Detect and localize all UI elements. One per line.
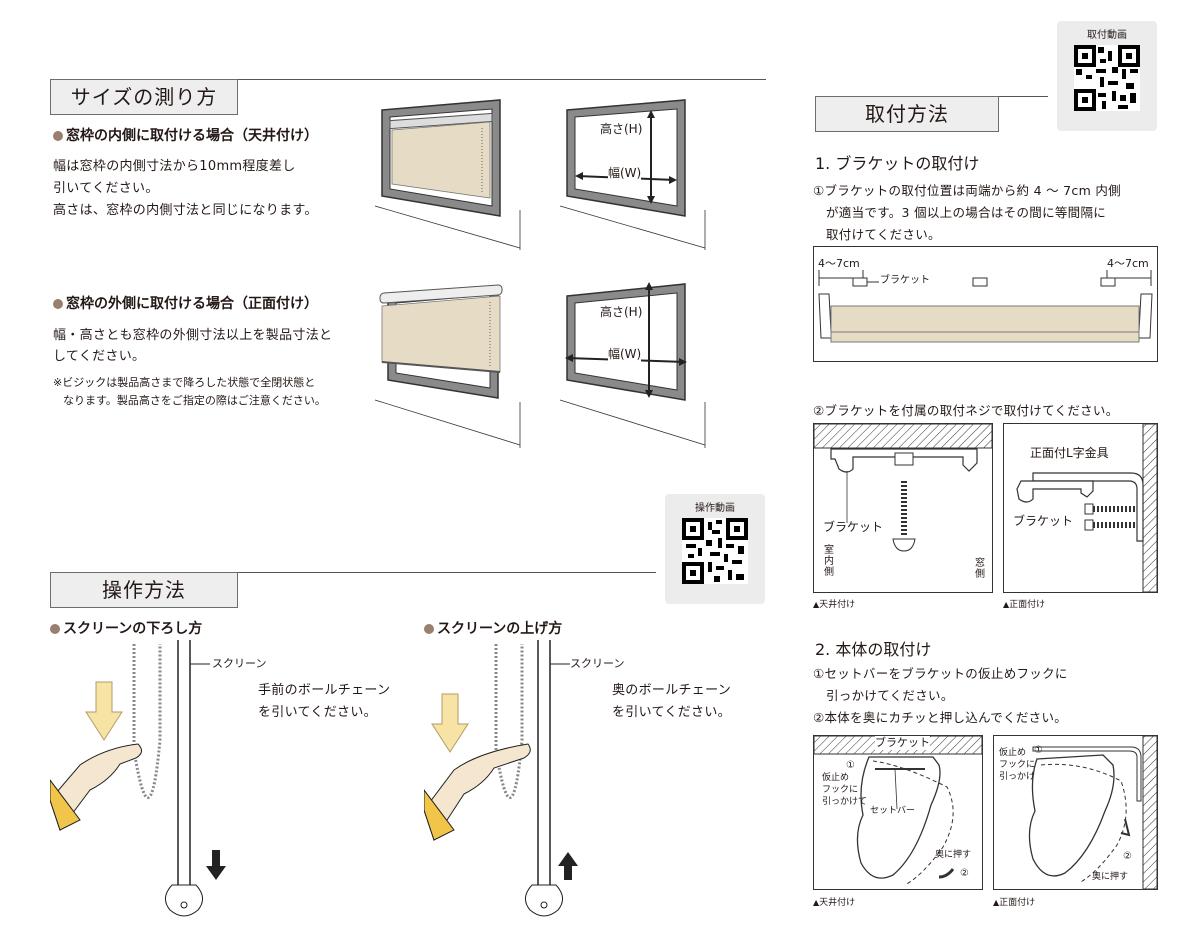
body-ceiling-hook2: フックに — [822, 785, 859, 795]
lower-screen-line1: 手前のボールチェーン — [258, 683, 391, 698]
body-ceiling-caption: 天井付け — [813, 895, 855, 908]
body-ceiling-n2: ② — [960, 868, 969, 879]
outside-mount-note1: ※ビジックは製品高さまで降ろした状態で全閉状態と — [53, 376, 316, 389]
step2-heading: 2. 本体の取付け — [815, 640, 932, 659]
width-label-1: 幅(W) — [608, 164, 642, 181]
qr-code-icon — [682, 518, 748, 584]
down-arrow-icon — [85, 681, 123, 741]
body-front-hook3: 引っかけ — [999, 772, 1036, 782]
down-arrow-icon — [431, 693, 469, 753]
outside-mount-note2: なります。製品高さをご指定の際はご注意ください。 — [63, 394, 326, 407]
outside-mount-line1: 幅・高さとも窓枠の外側寸法以上を製品寸法と — [53, 328, 333, 343]
inside-mount-line1: 幅は窓枠の内側寸法から10mm程度差し — [53, 159, 296, 174]
operation-rule — [50, 572, 656, 573]
body-front-diagram — [993, 735, 1158, 890]
measure-rule — [50, 79, 766, 80]
step2-line3: ②本体を奥にカチッと押し込んでください。 — [813, 710, 1068, 725]
screw-icon — [892, 481, 916, 552]
inside-mount-line2: 引いてください。 — [53, 181, 159, 196]
lower-screen-illustration — [50, 640, 226, 917]
inside-mount-measure-illustration — [559, 99, 706, 250]
ceiling-mount-caption: 天井付け — [813, 597, 855, 610]
bracket-position-diagram — [813, 246, 1158, 362]
install-section-title: 取付方法 — [815, 96, 999, 132]
indoor-side-label: 室内側 — [824, 545, 834, 578]
up-arrow-icon — [558, 852, 578, 880]
inside-mount-line3: 高さは、窓枠の内側寸法と同じになります。 — [53, 203, 318, 218]
front-bracket-diagram — [1003, 423, 1158, 593]
install-video-qr[interactable]: 取付動画 — [1057, 21, 1157, 131]
l-bracket-label: 正面付L字金具 — [1030, 446, 1109, 460]
ceiling-bracket-diagram — [813, 423, 993, 593]
bracket-pos-label: ブラケット — [880, 275, 930, 286]
step2-line2: 引っかけてください。 — [826, 688, 954, 703]
body-ceiling-hook1: 仮止め — [822, 773, 850, 783]
body-front-hook2: フックに — [999, 760, 1036, 770]
outside-mount-heading: 窓枠の外側に取付ける場合（正面付け） — [53, 293, 318, 313]
height-label-1: 高さ(H) — [600, 120, 643, 137]
step1-line1: ①ブラケットの取付位置は両端から約 4 ～ 7cm 内側 — [813, 183, 1121, 198]
body-front-n1: ① — [1034, 745, 1043, 756]
operation-video-qr[interactable]: 操作動画 — [665, 494, 765, 604]
install-video-label: 取付動画 — [1087, 30, 1127, 41]
dim-left-label: 4〜7cm — [818, 257, 860, 270]
height-label-2: 高さ(H) — [600, 303, 643, 320]
outside-mount-window-illustration — [374, 284, 521, 448]
measure-section-title: サイズの測り方 — [50, 79, 238, 115]
ceiling-bracket-label: ブラケット — [823, 520, 884, 534]
outside-mount-line2: してください。 — [53, 349, 146, 364]
lower-screen-line2: を引いてください。 — [258, 705, 377, 720]
body-ceiling-setbar: セットバー — [870, 806, 916, 816]
front-bracket-label: ブラケット — [1013, 514, 1074, 528]
qr-code-icon — [1074, 45, 1140, 111]
inside-mount-heading: 窓枠の内側に取付ける場合（天井付け） — [53, 125, 318, 145]
front-mount-caption: 正面付け — [1003, 597, 1045, 610]
body-ceiling-n1: ① — [846, 760, 855, 771]
hand-icon — [424, 743, 531, 842]
step1-line2: が適当です。3 個以上の場合はその間に等間隔に — [826, 205, 1107, 220]
body-front-caption: 正面付け — [993, 895, 1035, 908]
body-ceiling-push: 奥に押す — [935, 850, 972, 860]
width-label-2: 幅(W) — [608, 345, 642, 362]
operation-section-title: 操作方法 — [50, 572, 238, 608]
step2-line1: ①セットバーをブラケットの仮止めフックに — [813, 666, 1068, 681]
step1-line3: 取付けてください。 — [826, 227, 941, 242]
raise-screen-line2: を引いてください。 — [612, 705, 731, 720]
body-front-n2: ② — [1123, 851, 1132, 862]
body-front-hook1: 仮止め — [999, 748, 1027, 758]
body-ceiling-bracket-label: ブラケット — [875, 736, 930, 750]
raise-screen-heading: スクリーンの上げ方 — [424, 618, 562, 638]
window-side-label: 窓側 — [975, 558, 985, 580]
operation-video-label: 操作動画 — [695, 503, 735, 514]
raise-screen-illustration — [424, 640, 578, 917]
step1-heading: 1. ブラケットの取付け — [815, 154, 980, 173]
hand-icon — [50, 743, 142, 832]
body-ceiling-hook3: 引っかけて — [822, 797, 868, 807]
raise-screen-label: スクリーン — [570, 657, 625, 670]
lower-screen-label: スクリーン — [212, 657, 267, 670]
dim-right-label: 4〜7cm — [1107, 257, 1149, 270]
lower-screen-heading: スクリーンの下ろし方 — [50, 618, 202, 638]
step1-line4: ②ブラケットを付属の取付ネジで取付けてください。 — [813, 403, 1119, 418]
body-front-push: 奥に押す — [1092, 872, 1129, 882]
screw-icon — [1084, 503, 1137, 531]
inside-mount-window-illustration — [374, 99, 521, 250]
down-arrow-icon — [206, 850, 226, 880]
raise-screen-line1: 奥のボールチェーン — [612, 683, 732, 698]
